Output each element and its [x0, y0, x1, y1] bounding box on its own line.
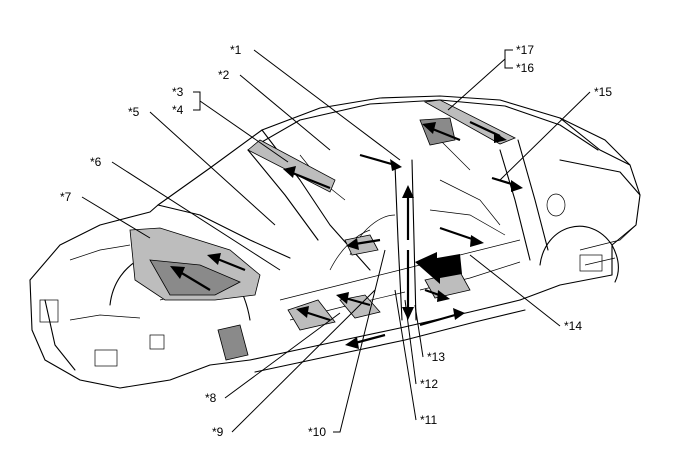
label-14: *14 [564, 319, 582, 333]
leader-lines [81, 49, 591, 433]
direction-arrows [170, 121, 523, 349]
callout-labels: *1 *2 *3 *4 *5 *6 *7 *8 *9 *10 *11 *12 *… [60, 43, 612, 439]
label-9: *9 [212, 425, 224, 439]
label-11: *11 [420, 413, 437, 427]
label-17: *17 [516, 43, 534, 57]
label-13: *13 [427, 350, 445, 364]
label-4: *4 [172, 103, 184, 117]
label-2: *2 [218, 68, 230, 82]
label-6: *6 [90, 155, 102, 169]
label-16: *16 [516, 61, 534, 75]
label-15: *15 [594, 85, 612, 99]
car-body-outline [29, 95, 641, 389]
large-impact-arrow [415, 252, 462, 284]
label-5: *5 [128, 105, 140, 119]
label-12: *12 [420, 377, 438, 391]
label-10: *10 [308, 425, 326, 439]
label-1: *1 [230, 43, 242, 57]
label-3: *3 [172, 85, 184, 99]
label-7: *7 [60, 190, 72, 204]
label-8: *8 [205, 391, 217, 405]
